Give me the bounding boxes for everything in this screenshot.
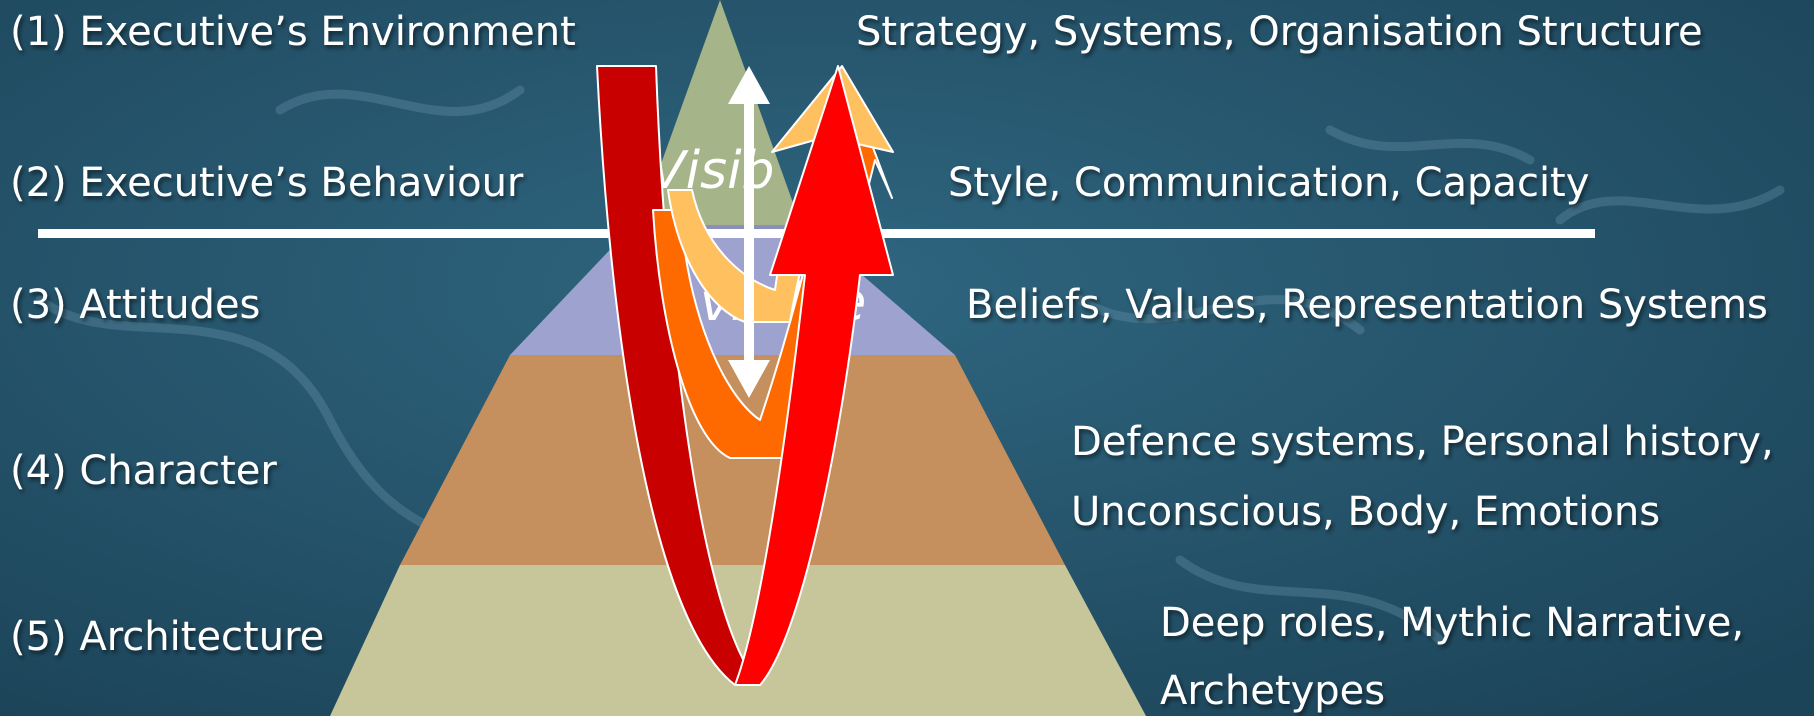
pyramid-tier-character <box>400 355 1065 565</box>
level-4-description-line1: Defence systems, Personal history, <box>1071 419 1774 465</box>
level-4-description-line2: Unconscious, Body, Emotions <box>1071 489 1660 535</box>
level-1-label: (1) Executive’s Environment <box>10 9 576 55</box>
deep-loop-up-arrow <box>734 65 894 686</box>
pyramid-tier-environment <box>639 0 801 225</box>
level-1-description: Strategy, Systems, Organisation Structur… <box>856 9 1703 55</box>
feedback-arrows <box>596 65 894 686</box>
level-5-description-line1: Deep roles, Mythic Narrative, <box>1160 600 1744 646</box>
pyramid-tier-architecture <box>330 565 1146 716</box>
level-5-label: (5) Architecture <box>10 614 324 660</box>
level-4-label: (4) Character <box>10 448 277 494</box>
visibility-double-arrow <box>728 66 770 398</box>
level-3-description: Beliefs, Values, Representation Systems <box>966 282 1768 328</box>
level-labels: (1) Executive’s Environment (2) Executiv… <box>10 9 576 660</box>
level-2-description: Style, Communication, Capacity <box>948 160 1589 206</box>
level-5-description-line2: Archetypes <box>1160 668 1385 714</box>
level-descriptions: Strategy, Systems, Organisation Structur… <box>856 9 1774 714</box>
level-2-label: (2) Executive’s Behaviour <box>10 160 524 206</box>
level-3-label: (3) Attitudes <box>10 282 260 328</box>
